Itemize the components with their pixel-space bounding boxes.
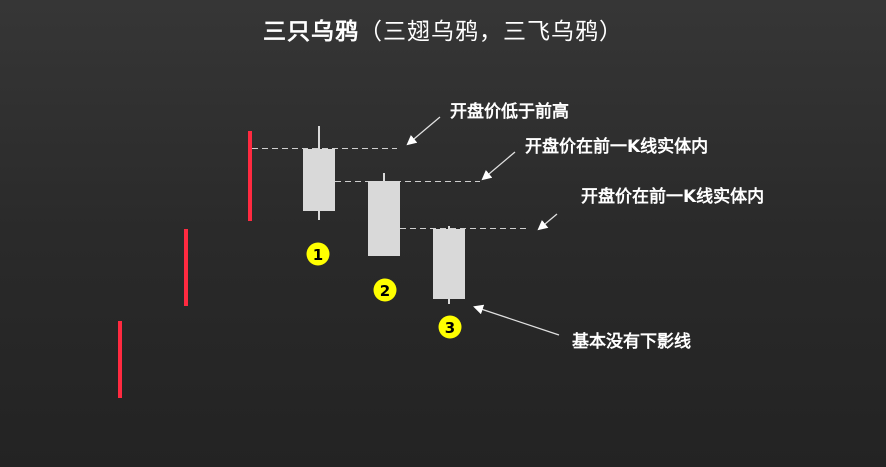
red-bar-1	[118, 321, 122, 398]
red-bar-2	[184, 229, 188, 306]
page-title: 三只乌鸦（三翅乌鸦，三飞乌鸦）	[0, 12, 886, 46]
svg-text:1: 1	[313, 246, 323, 264]
badge-1: 1	[306, 242, 330, 266]
svg-text:2: 2	[380, 282, 390, 300]
annotation-arrows	[406, 116, 560, 336]
candle-1	[303, 126, 335, 220]
candle-3	[433, 226, 465, 304]
candle-2	[368, 173, 400, 256]
arrow-icon	[537, 213, 558, 231]
badge-2: 2	[373, 278, 397, 302]
title-main: 三只乌鸦	[263, 19, 359, 45]
arrow-icon	[481, 151, 516, 181]
red-bar-3	[248, 131, 252, 221]
arrow-icon	[406, 116, 441, 146]
badge-3: 3	[438, 315, 462, 339]
annotation-open-within-body-2: 开盘价在前一K线实体内	[525, 137, 709, 157]
annotation-open-below-high: 开盘价低于前高	[450, 102, 569, 122]
reference-lines	[252, 148, 527, 229]
title-alias: （三翅乌鸦，三飞乌鸦）	[359, 19, 623, 45]
annotation-no-lower-shadow: 基本没有下影线	[572, 332, 691, 352]
prior-trend-bars	[118, 131, 252, 398]
annotation-open-within-body-3: 开盘价在前一K线实体内	[581, 187, 765, 207]
svg-text:3: 3	[445, 319, 455, 337]
arrow-icon	[473, 304, 560, 336]
